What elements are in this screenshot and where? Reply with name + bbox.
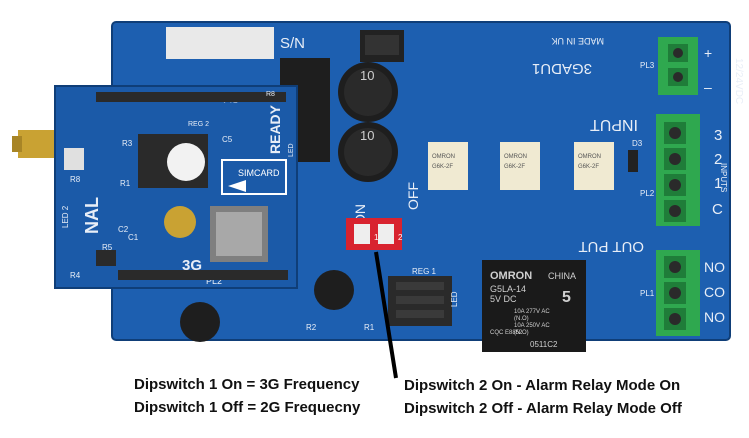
dip-off-label: OFF: [405, 182, 421, 210]
dip-pointer-line: [374, 251, 398, 379]
main-relay: OMRON CHINA G5LA-14 5V DC 5 10A 277V AC …: [482, 260, 586, 352]
module-c1-label: C1: [128, 233, 139, 242]
signal-label: NAL: [82, 197, 102, 234]
input-number-3: 3: [714, 127, 722, 144]
caption-dip1-off: Dipswitch 1 Off = 2G Frequecny: [134, 399, 361, 416]
module-component: [64, 148, 84, 170]
svg-text:G6K-2F: G6K-2F: [432, 164, 453, 170]
simcard-arrow-icon: [228, 180, 246, 192]
svg-text:OMRON: OMRON: [504, 154, 527, 160]
caption-dip1-on: Dipswitch 1 On = 3G Frequency: [134, 376, 360, 393]
input-number-1: 1: [714, 175, 722, 192]
inputs-header-label: PL2: [640, 189, 655, 198]
module-r4-label: R4: [70, 271, 81, 280]
model-label: 3GADU1: [532, 60, 592, 77]
svg-text:CQC E8852: CQC E8852: [490, 330, 523, 336]
regulator-label: REG 1: [412, 267, 437, 276]
dip-number-2: 2: [398, 233, 403, 242]
led2-label: LED 2: [61, 205, 70, 228]
svg-text:(N.O): (N.O): [514, 330, 529, 336]
output-pin-no-bottom: NO: [704, 309, 725, 325]
dip-number-1: 1: [374, 233, 379, 242]
svg-text:10A 250V AC: 10A 250V AC: [514, 323, 550, 329]
module-type-label: 3G: [182, 257, 202, 274]
input-label: INPUT: [590, 116, 638, 133]
svg-text:10A 277V AC: 10A 277V AC: [514, 309, 550, 315]
ready-label: READY: [267, 104, 283, 154]
svg-text:10: 10: [360, 128, 374, 143]
made-in-label: MADE IN UK: [551, 36, 604, 46]
inputs-small-label: INPUTS: [719, 163, 728, 192]
module-r3-label: R3: [122, 139, 133, 148]
output-label: OUT PUT: [578, 238, 644, 255]
svg-text:CHINA: CHINA: [548, 271, 576, 281]
power-header-label: PL3: [640, 61, 655, 70]
svg-text:5V DC: 5V DC: [490, 294, 517, 304]
module-header-bottom: PL2: [206, 276, 222, 286]
board-r2-label: R2: [306, 323, 317, 332]
diode: [628, 150, 638, 172]
svg-text:OMRON: OMRON: [432, 154, 455, 160]
svg-text:0511C2: 0511C2: [530, 340, 558, 349]
simcard-label: SIMCARD: [238, 168, 280, 178]
output-pin-no-top: NO: [704, 259, 725, 275]
3g-module: PL1 PL2 READY LED SIMCARD 3G NAL LED 2 R…: [54, 85, 298, 289]
capacitor-bottom-left: [314, 270, 354, 310]
ready-led-label: LED: [288, 143, 295, 157]
capacitor-module-side: [180, 302, 220, 342]
input-number-2: 2: [714, 151, 722, 168]
caption-dip2-on: Dipswitch 2 On - Alarm Relay Mode On: [404, 377, 681, 394]
module-r5-label: R5: [102, 243, 113, 252]
caption-dip2-off: Dipswitch 2 Off - Alarm Relay Mode Off: [404, 400, 682, 417]
module-r8-label: R8: [70, 175, 81, 184]
signal-relay-2: OMRON G6K-2F: [500, 142, 540, 190]
svg-text:G6K-2F: G6K-2F: [578, 164, 599, 170]
power-plus-label: +: [704, 45, 712, 61]
output-header-label: PL1: [640, 289, 655, 298]
module-r8b-label: R8: [266, 91, 275, 98]
module-ic-label: REG 2: [188, 121, 209, 128]
serial-label: S/N: [280, 35, 305, 52]
simcard-box: [221, 159, 287, 195]
signal-relay-3: OMRON G6K-2F: [574, 142, 614, 190]
antenna-connector: [18, 130, 58, 158]
sim-contact-pad: [164, 206, 196, 238]
buzzer-circle: [167, 143, 205, 181]
svg-text:10: 10: [360, 68, 374, 83]
output-pin-co: CO: [704, 284, 725, 300]
svg-text:G6K-2F: G6K-2F: [504, 164, 525, 170]
svg-text:G5LA-14: G5LA-14: [490, 284, 526, 294]
svg-text:OMRON: OMRON: [490, 270, 532, 282]
svg-text:(N.O): (N.O): [514, 316, 529, 322]
module-r1-label: R1: [120, 179, 131, 188]
module-c2-label: C2: [118, 225, 129, 234]
input-common-label: C: [712, 201, 723, 218]
power-minus-label: –: [704, 79, 712, 95]
svg-text:5: 5: [562, 289, 571, 306]
signal-relay-1: OMRON G6K-2F: [428, 142, 468, 190]
svg-text:OMRON: OMRON: [578, 154, 601, 160]
board-r1-label: R1: [364, 323, 375, 332]
module-c5-label: C5: [222, 135, 233, 144]
diode-label: D3: [632, 139, 643, 148]
led-label: LED: [450, 291, 459, 307]
serial-sticker: [166, 27, 274, 59]
power-rating-label: 12/24VDC: [733, 58, 744, 104]
